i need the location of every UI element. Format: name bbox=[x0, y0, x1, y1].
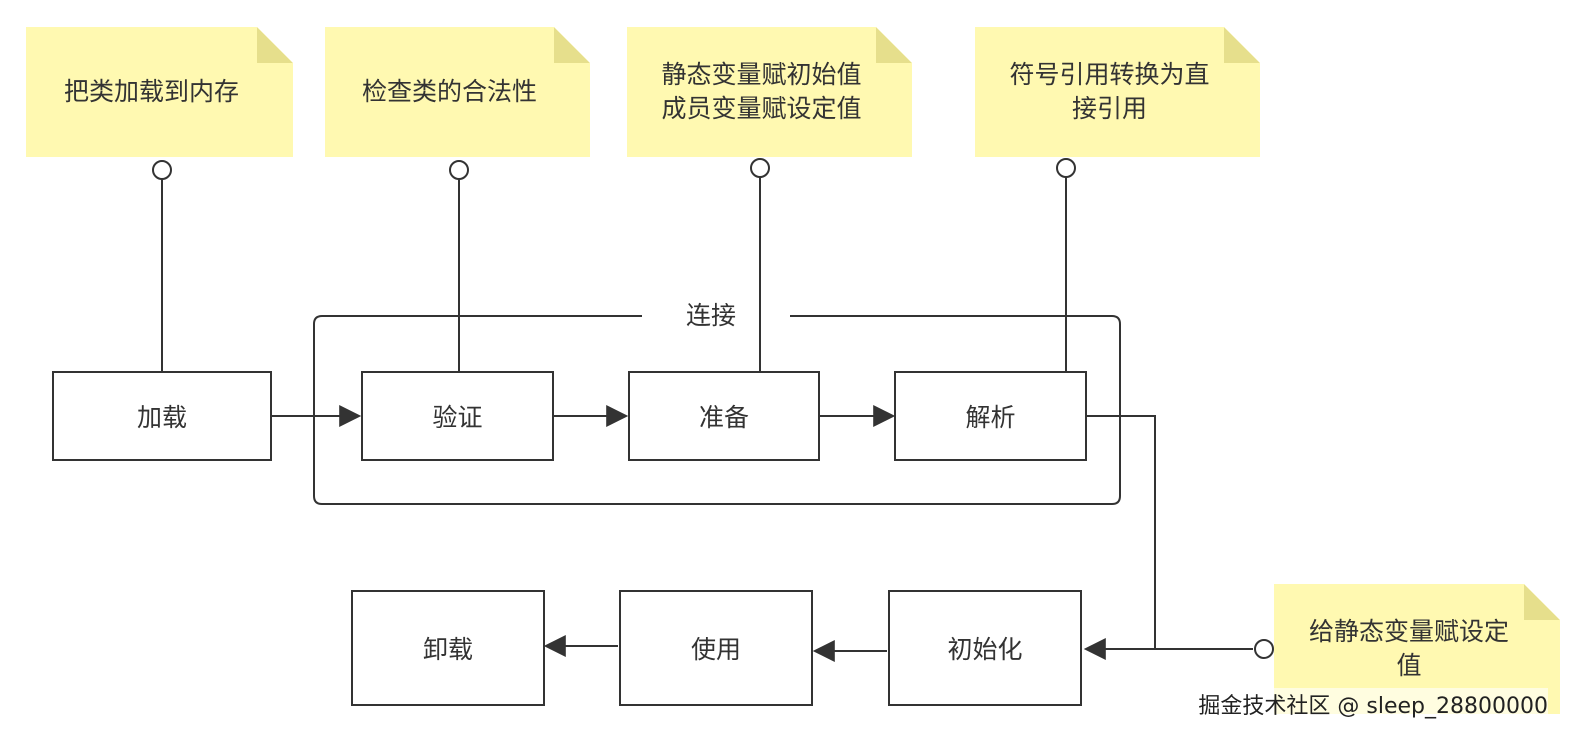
note-prepare-text: 静态变量赋初始值 成员变量赋设定值 bbox=[661, 60, 862, 123]
note-verify-text: 检查类的合法性 bbox=[361, 77, 537, 106]
stage-use: 使用 bbox=[619, 590, 813, 706]
note-load: 把类加载到内存 bbox=[26, 27, 293, 157]
note-load-text: 把类加载到内存 bbox=[63, 77, 239, 106]
stage-resolve: 解析 bbox=[894, 371, 1087, 461]
note-pin-resolve bbox=[1056, 158, 1076, 371]
note-pin-prepare bbox=[750, 158, 770, 371]
stage-init: 初始化 bbox=[888, 590, 1082, 706]
note-resolve-text: 符号引用转换为直 接引用 bbox=[1009, 60, 1210, 123]
note-resolve: 符号引用转换为直 接引用 bbox=[975, 27, 1260, 157]
watermark: 掘金技术社区 @ sleep_28800000 bbox=[1198, 688, 1548, 720]
stage-unload: 卸载 bbox=[351, 590, 545, 706]
note-prepare: 静态变量赋初始值 成员变量赋设定值 bbox=[627, 27, 912, 157]
stage-load: 加载 bbox=[52, 371, 272, 461]
arrow-resolve-to-init bbox=[1087, 415, 1156, 649]
note-pin-init bbox=[1083, 638, 1274, 660]
note-init-text: 给静态变量赋设定 值 bbox=[1308, 617, 1509, 680]
link-group-outline bbox=[313, 315, 1121, 505]
note-pin-verify bbox=[449, 160, 469, 371]
note-pin-load bbox=[152, 160, 172, 371]
note-verify: 检查类的合法性 bbox=[325, 27, 590, 157]
link-group-label: 连接 bbox=[676, 296, 747, 332]
stage-prepare: 准备 bbox=[628, 371, 820, 461]
stage-verify: 验证 bbox=[361, 371, 554, 461]
